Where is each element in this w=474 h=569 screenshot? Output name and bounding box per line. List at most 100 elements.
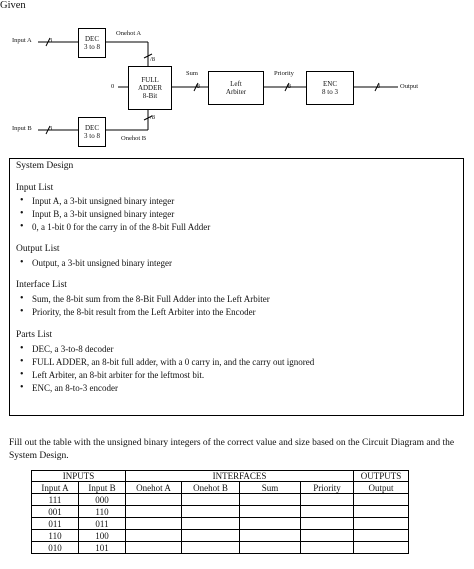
cell-onehot-b[interactable] — [181, 541, 240, 554]
cell-onehot-a[interactable] — [125, 517, 182, 530]
diagram-wires — [38, 37, 398, 135]
col-input-b: Input B — [78, 481, 126, 494]
cell-sum[interactable] — [239, 517, 301, 530]
col-sum: Sum — [239, 481, 301, 494]
cell-output[interactable] — [353, 517, 409, 530]
cell-input-a: 111 — [31, 493, 79, 506]
parts-list-item: DEC, a 3-to-8 decoder — [20, 343, 114, 354]
carry-in-label: 0 — [111, 83, 115, 90]
sum-width: /8 — [195, 83, 201, 90]
decoder-a-subtitle: 3 to 8 — [84, 43, 100, 51]
parts-list-item: FULL ADDER, an 8-bit full adder, with a … — [20, 356, 314, 367]
instruction-text: Fill out the table with the unsigned bin… — [9, 438, 455, 461]
cell-input-b: 101 — [78, 541, 126, 554]
cell-onehot-b[interactable] — [181, 505, 240, 518]
onehot-a-width: /8 — [150, 56, 156, 63]
col-onehot-a: Onehot A — [125, 481, 182, 494]
cell-input-b: 110 — [78, 505, 126, 518]
input-b-label: Input B — [12, 125, 32, 132]
cell-input-a: 001 — [31, 505, 79, 518]
cell-onehot-b[interactable] — [181, 529, 240, 542]
input-list-item: 0, a 1-bit 0 for the carry in of the 8-b… — [20, 221, 210, 232]
encoder-line1: ENC — [323, 80, 337, 88]
decoder-b-title: DEC — [85, 124, 99, 132]
left-arbiter-line2: Arbiter — [225, 88, 247, 96]
decoder-b-subtitle: 3 to 8 — [84, 132, 100, 140]
interface-list-item: Priority, the 8-bit result from the Left… — [20, 306, 256, 317]
col-input-a: Input A — [31, 481, 79, 494]
input-list-item: Input A, a 3-bit unsigned binary integer — [20, 195, 174, 206]
cell-output[interactable] — [353, 541, 409, 554]
circuit-diagram: Input A 3 Input B 3 DEC 3 to 8 Onehot A … — [0, 0, 474, 160]
parts-list-item: ENC, an 8-to-3 encoder — [20, 382, 118, 393]
sum-label: Sum — [186, 70, 198, 77]
table-row: 111 000 — [31, 493, 409, 506]
cell-output[interactable] — [353, 493, 409, 506]
output-width: 3 — [377, 83, 381, 90]
full-adder-line1: FULL — [141, 76, 159, 84]
cell-sum[interactable] — [239, 529, 301, 542]
cell-onehot-a[interactable] — [125, 505, 182, 518]
cell-onehot-b[interactable] — [181, 517, 240, 530]
decoder-a-block: DEC 3 to 8 — [78, 28, 106, 58]
cell-priority[interactable] — [300, 493, 354, 506]
cell-priority[interactable] — [300, 505, 354, 518]
left-arbiter-line1: Left — [230, 80, 242, 88]
encoder-line2: 8 to 3 — [322, 88, 338, 96]
input-a-width: 3 — [49, 37, 53, 44]
output-list-heading: Output List — [16, 244, 60, 254]
onehot-b-label: Onehot B — [121, 135, 147, 142]
cell-priority[interactable] — [300, 517, 354, 530]
cell-onehot-b[interactable] — [181, 493, 240, 506]
input-b-width: 3 — [49, 125, 53, 132]
table-row: 011 011 — [31, 517, 409, 530]
inputs-group-header: INPUTS — [31, 470, 126, 482]
cell-priority[interactable] — [300, 541, 354, 554]
input-list-item: Input B, a 3-bit unsigned binary integer — [20, 208, 174, 219]
answer-table: INPUTS INTERFACES OUTPUTS Input A Input … — [31, 470, 409, 554]
col-output: Output — [353, 481, 409, 494]
system-design-title: System Design — [16, 161, 74, 171]
cell-input-a: 011 — [31, 517, 79, 530]
output-label: Output — [400, 83, 419, 90]
decoder-b-block: DEC 3 to 8 — [78, 117, 106, 147]
given-heading: Given — [0, 0, 26, 11]
cell-onehot-a[interactable] — [125, 493, 182, 506]
onehot-a-label: Onehot A — [116, 30, 142, 37]
cell-sum[interactable] — [239, 541, 301, 554]
table-row: 001 110 — [31, 505, 409, 518]
output-list-item: Output, a 3-bit unsigned binary integer — [20, 257, 172, 268]
priority-width: /8 — [286, 83, 292, 90]
cell-onehot-a[interactable] — [125, 529, 182, 542]
system-design-box: System Design Input List Input A, a 3-bi… — [9, 158, 464, 416]
table-row: 010 101 — [31, 541, 409, 554]
left-arbiter-block: Left Arbiter — [208, 71, 264, 105]
full-adder-block: FULL ADDER 8-Bit — [128, 66, 172, 110]
table-row: 110 100 — [31, 529, 409, 542]
decoder-a-title: DEC — [85, 35, 99, 43]
cell-output[interactable] — [353, 505, 409, 518]
onehot-b-width: /8 — [150, 114, 156, 121]
col-priority: Priority — [300, 481, 354, 494]
cell-output[interactable] — [353, 529, 409, 542]
cell-input-b: 000 — [78, 493, 126, 506]
priority-label: Priority — [274, 70, 294, 77]
cell-sum[interactable] — [239, 493, 301, 506]
parts-list-heading: Parts List — [16, 330, 53, 340]
col-onehot-b: Onehot B — [181, 481, 240, 494]
cell-input-b: 011 — [78, 517, 126, 530]
input-list-heading: Input List — [16, 183, 54, 193]
cell-priority[interactable] — [300, 529, 354, 542]
interface-list-item: Sum, the 8-bit sum from the 8-Bit Full A… — [20, 293, 270, 304]
encoder-block: ENC 8 to 3 — [306, 71, 354, 105]
interfaces-group-header: INTERFACES — [125, 470, 354, 482]
cell-onehot-a[interactable] — [125, 541, 182, 554]
full-adder-line2: ADDER — [137, 84, 163, 92]
cell-sum[interactable] — [239, 505, 301, 518]
cell-input-b: 100 — [78, 529, 126, 542]
full-adder-line3: 8-Bit — [142, 92, 158, 100]
cell-input-a: 010 — [31, 541, 79, 554]
cell-input-a: 110 — [31, 529, 79, 542]
parts-list-item: Left Arbiter, an 8-bit arbiter for the l… — [20, 369, 204, 380]
interface-list-heading: Interface List — [16, 280, 67, 290]
